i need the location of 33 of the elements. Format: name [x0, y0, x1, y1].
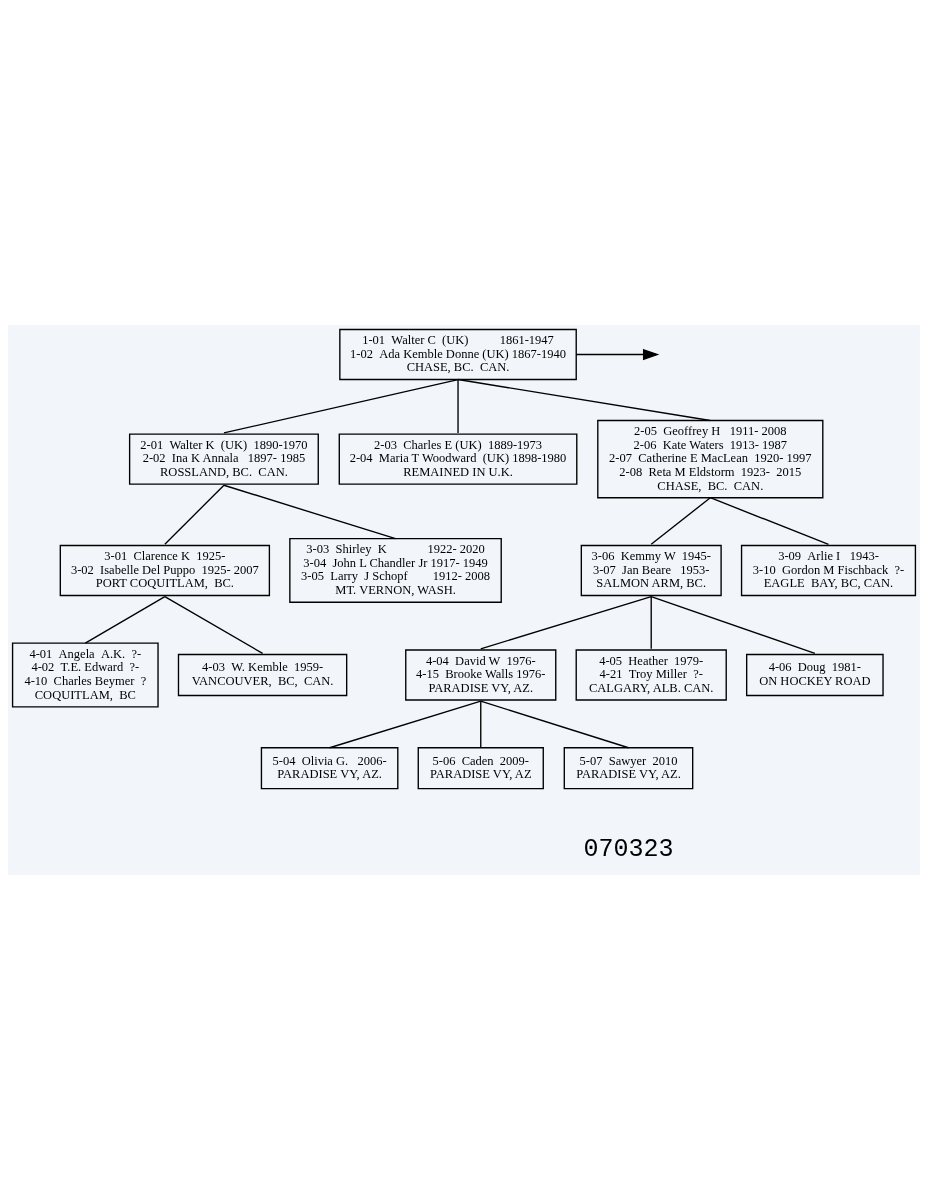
node-box: 4-03 W. Kemble 1959- VANCOUVER, BC, CAN.: [177, 653, 348, 697]
connector: [709, 497, 830, 545]
node-box: 3-06 Kemmy W 1945- 3-07 Jan Beare 1953- SALMON ARM, BC.: [580, 544, 722, 597]
node-box: 4-05 Heather 1979- 4-21 Troy Miller ?- CALGARY, ALB. CAN.: [575, 649, 727, 701]
node-box: 4-01 Angela A.K. ?- 4-02 T.E. Edward ?- 4-10 Charles Beymer ? COQUITLAM, BC: [11, 642, 159, 708]
connector: [480, 700, 482, 749]
node-box: 1-01 Walter C (UK) 1861-1947 1-02 Ada Kemble Donne (UK) 1867-1940 CHASE, BC. CAN.: [339, 328, 577, 381]
node-box: 2-03 Charles E (UK) 1889-1973 2-04 Maria T Woodward (UK) 1898-1980 REMAINED IN U.K.: [338, 433, 578, 485]
connector: [650, 595, 816, 655]
connector: [223, 484, 397, 540]
node-box: 4-04 David W 1976- 4-15 Brooke Walls 1976- PARADISE VY, AZ.: [405, 649, 557, 701]
node-box: 2-05 Geoffrey H 1911- 2008 2-06 Kate Waters 1913- 1987 2-07 Catherine E MacLean 1920- 1997 2-08 Reta M Eldstorm 1923- 2015 CHASE, BC. CAN.: [597, 419, 824, 499]
connector: [650, 497, 711, 545]
connector: [164, 595, 264, 655]
connector: [480, 595, 652, 650]
connector: [164, 484, 225, 545]
node-box: 4-06 Doug 1981- ON HOCKEY ROAD: [746, 653, 884, 697]
node-box: 5-04 Olivia G. 2006- PARADISE VY, AZ.: [260, 747, 399, 790]
connector: [84, 595, 166, 644]
label: 070323: [583, 835, 674, 865]
node-box: 3-01 Clarence K 1925- 3-02 Isabelle Del Puppo 1925- 2007 PORT COQUITLAM, BC.: [59, 544, 271, 597]
connector: [328, 700, 482, 749]
connector: [480, 700, 630, 749]
connector: [223, 378, 459, 434]
connector: [457, 378, 459, 434]
node-box: 5-06 Caden 2009- PARADISE VY, AZ: [417, 747, 544, 790]
connector: [457, 378, 711, 422]
node-box: 5-07 Sawyer 2010 PARADISE VY, AZ.: [563, 747, 694, 790]
node-box: 3-09 Arlie I 1943- 3-10 Gordon M Fischback ?- EAGLE BAY, BC, CAN.: [740, 544, 917, 597]
arrow: [575, 348, 660, 361]
node-box: 3-03 Shirley K 1922- 2020 3-04 John L Chandler Jr 1917- 1949 3-05 Larry J Schopf 1912- 2008 MT. VERNON, WASH.: [289, 537, 502, 603]
node-box: 2-01 Walter K (UK) 1890-1970 2-02 Ina K Annala 1897- 1985 ROSSLAND, BC. CAN.: [128, 433, 319, 485]
connector: [650, 595, 652, 650]
